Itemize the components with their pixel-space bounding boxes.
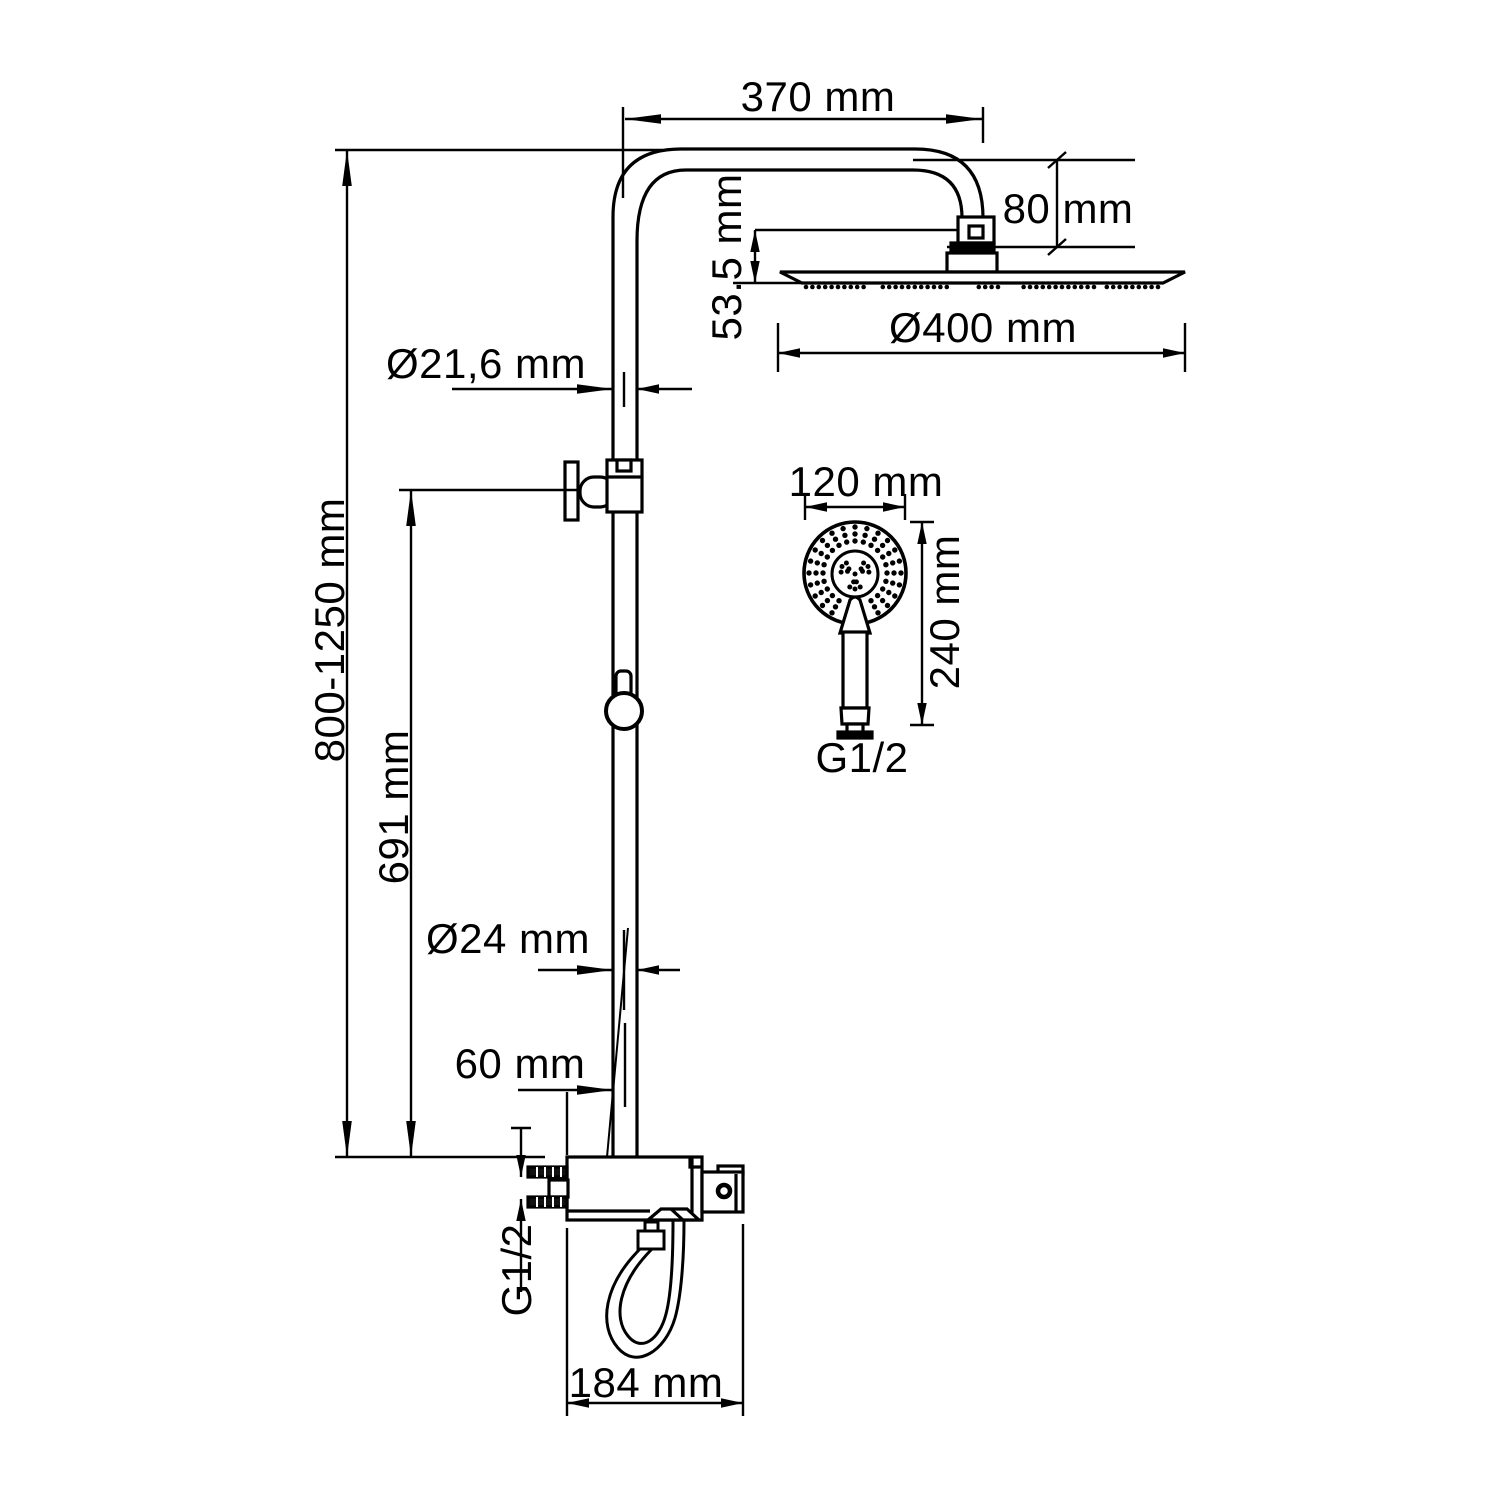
label-mixer-width: 184 mm bbox=[569, 1359, 724, 1406]
label-arm-width: 370 mm bbox=[741, 73, 896, 120]
dim-80 bbox=[913, 151, 1135, 256]
dim-240 bbox=[910, 520, 934, 727]
hand-shower bbox=[802, 520, 908, 740]
label-head-offset: 80 mm bbox=[1003, 185, 1134, 232]
shower-assembly bbox=[526, 147, 1186, 1359]
label-head-diameter: Ø400 mm bbox=[889, 304, 1077, 351]
dim-800-1250 bbox=[335, 148, 663, 1159]
dim-g12-inlet bbox=[511, 1126, 531, 1292]
label-lower-pipe-diameter: Ø24 mm bbox=[426, 915, 590, 962]
rain-shower-head bbox=[779, 270, 1186, 290]
handshower-spray-dots bbox=[806, 524, 904, 616]
dim-53-5 bbox=[733, 228, 957, 285]
label-head-mount-height: 53.5 mm bbox=[703, 174, 750, 341]
shower-hose bbox=[605, 1220, 686, 1359]
dim-120 bbox=[803, 494, 907, 520]
label-handshower-thread: G1/2 bbox=[815, 734, 908, 781]
handshower-thread-end bbox=[836, 730, 874, 740]
handshower-cone bbox=[837, 595, 873, 635]
label-upper-pipe-diameter: Ø21,6 mm bbox=[386, 340, 586, 387]
label-pipe-center-offset: 60 mm bbox=[455, 1040, 586, 1087]
dim-60 bbox=[518, 1023, 627, 1155]
water-inlets bbox=[526, 1165, 570, 1209]
mixer-handle bbox=[700, 1164, 745, 1214]
label-inlet-thread: G1/2 bbox=[493, 1223, 540, 1316]
dimension-labels: 370 mm 80 mm 53.5 mm Ø400 mm Ø21,6 mm 80… bbox=[306, 73, 1133, 1406]
label-bracket-height: 691 mm bbox=[370, 730, 417, 885]
label-column-height-range: 800-1250 mm bbox=[306, 498, 353, 763]
dim-370 bbox=[621, 107, 985, 198]
handle-screw-hole bbox=[715, 1182, 733, 1200]
handshower-handle bbox=[841, 630, 869, 710]
rain-head-nozzles bbox=[803, 284, 1161, 290]
mixer-body bbox=[565, 1155, 704, 1222]
dim-691 bbox=[399, 488, 578, 1157]
dim-24 bbox=[538, 930, 680, 1010]
dimension-lines bbox=[335, 107, 1187, 1416]
label-handshower-diameter: 120 mm bbox=[789, 458, 944, 505]
rain-head-connector bbox=[945, 215, 999, 274]
riser-and-arm-pipe bbox=[611, 147, 985, 1157]
label-handshower-length: 240 mm bbox=[921, 535, 968, 690]
slider-knob bbox=[604, 669, 644, 731]
dim-21-6 bbox=[452, 372, 692, 407]
dim-400 bbox=[776, 323, 1187, 372]
dim-184 bbox=[565, 1224, 745, 1416]
